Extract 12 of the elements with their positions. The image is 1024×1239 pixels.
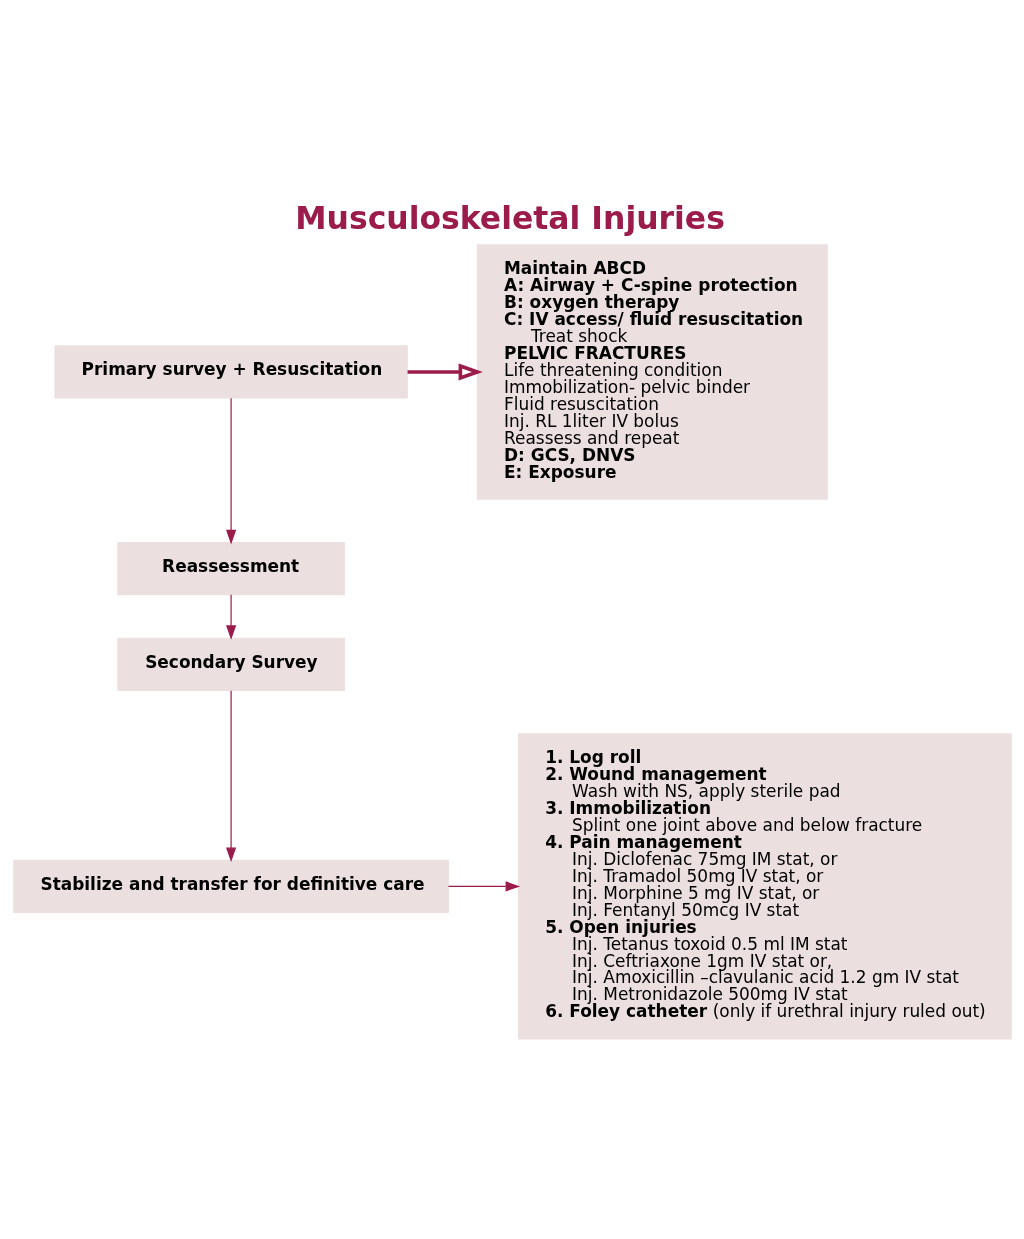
arrow [225,397,236,545]
node-box: Stabilize and transfer for definitive care [12,859,449,913]
node-box: Secondary Survey [116,637,345,691]
diagram-title: Musculoskeletal Injuries [294,199,725,236]
arrow [225,594,236,640]
node-box: Reassessment [116,542,345,596]
node-box: 1. Log roll 2. Wound management Wash with NS, apply sterile pad 3. Immobilization Splint one joint above and below fracture 4. Pain management Inj. Diclofenac 75mg IM stat, or Inj. Tramadol 50mg IV stat, or Inj. Morphine 5 mg IV stat, or Inj. Fentanyl 50mcg IV stat 5. Open injuries Inj. Tetanus toxoid 0.5 ml IM stat Inj. Ceftriaxone 1gm IV stat or, Inj. Amoxicillin –clavulanic acid 1.2 gm IV stat Inj. Metronidazole 500mg IV stat 6. Foley catheter (only if urethral injury ruled out) [517,733,1012,1040]
arrow [225,690,236,863]
arrow [447,881,520,892]
node-box: Maintain ABCD A: Airway + C-spine protection B: oxygen therapy C: IV access/ fluid resuscitation Treat shock PELVIC FRACTURES Life threatening condition Immobilization- pelvic binder Fluid resuscitation Inj. RL 1liter IV bolus Reassess and repeat D: GCS, DNVS E: Exposure [476,244,828,500]
arrow [407,363,483,381]
node-box: Primary survey + Resuscitation [53,345,408,399]
